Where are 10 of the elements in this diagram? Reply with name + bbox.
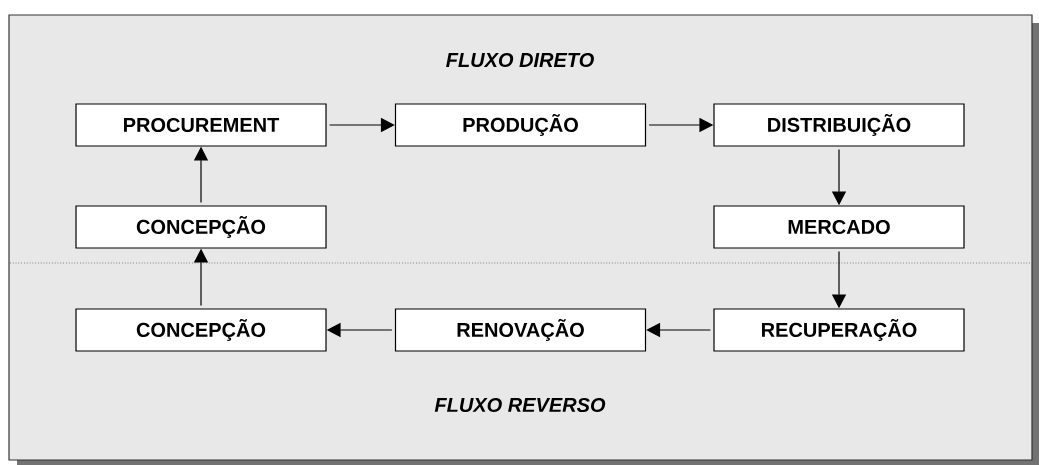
process-box: RENOVAÇÃO <box>394 308 647 352</box>
process-box: MERCADO <box>713 205 965 249</box>
process-box: DISTRIBUIÇÃO <box>713 103 965 147</box>
process-box: PRODUÇÃO <box>394 103 647 147</box>
process-box: RECUPERAÇÃO <box>713 308 965 352</box>
process-box: CONCEPÇÃO <box>75 308 327 352</box>
process-box: CONCEPÇÃO <box>75 205 327 249</box>
flow-label: FLUXO DIRETO <box>446 52 594 68</box>
process-box: PROCUREMENT <box>75 103 327 147</box>
flow-label: FLUXO REVERSO <box>434 397 606 413</box>
